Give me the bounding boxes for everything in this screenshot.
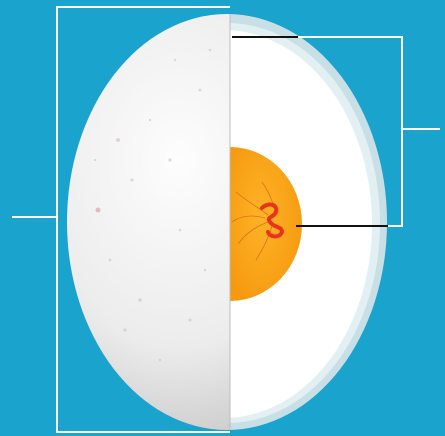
- shell-speckles: [93, 48, 212, 362]
- whole-egg-bracket: [56, 6, 230, 433]
- germinal-disc: [260, 202, 285, 239]
- egg-yolk: [230, 147, 302, 301]
- egg-shell-exterior: [67, 14, 230, 430]
- egg-white-bracket: [298, 36, 403, 227]
